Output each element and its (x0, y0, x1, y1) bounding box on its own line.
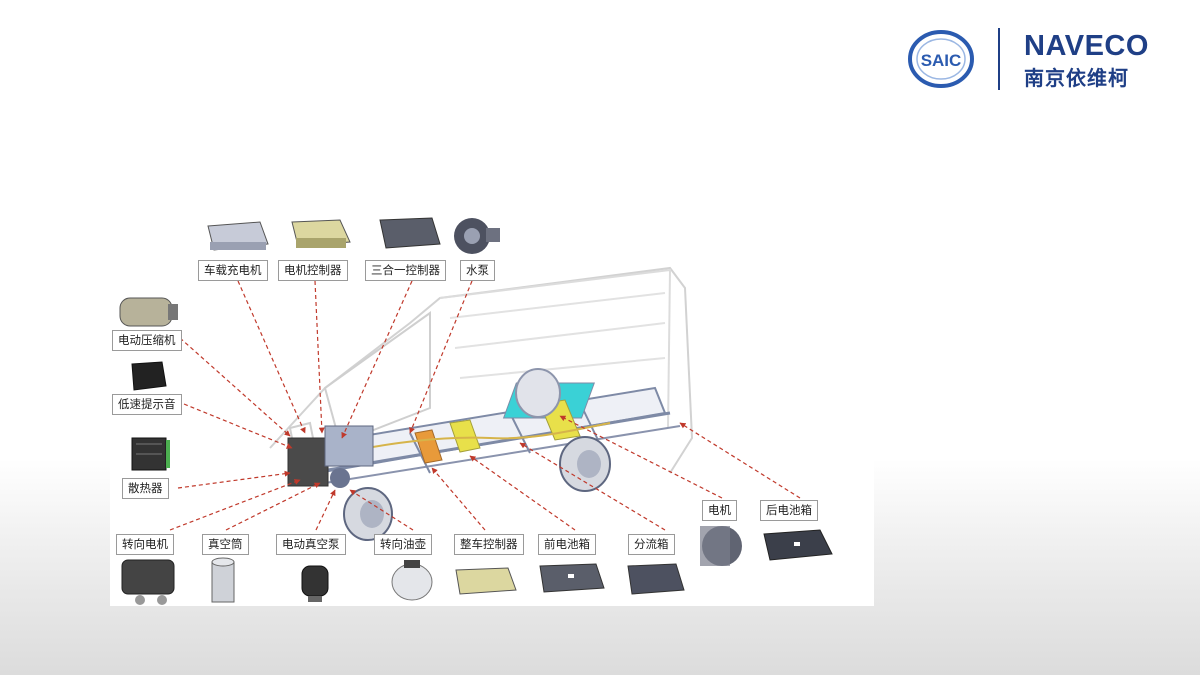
rear-wheel-upper (515, 368, 561, 418)
accent-bracket (414, 429, 443, 464)
vehicle-drawing (119, 217, 833, 605)
label-three-in-one-controller: 三合一控制器 (365, 260, 446, 281)
ac-compressor-image (119, 297, 178, 327)
label-steering-motor: 转向电机 (116, 534, 174, 555)
rear-wheel (559, 436, 611, 492)
accent-bracket (449, 419, 481, 453)
wiring-harness (339, 422, 611, 454)
label-water-pump: 水泵 (460, 260, 495, 281)
van-body-outline (269, 266, 694, 474)
radiator-image (131, 437, 170, 471)
label-steering-oil: 转向油壶 (374, 534, 432, 555)
front-wheel (343, 487, 393, 541)
logo-divider (998, 28, 1000, 90)
front-powertrain-cluster (287, 425, 374, 488)
rear-battery-image (763, 529, 833, 561)
vacuum-pump-image (301, 565, 329, 602)
brand-logo: SAIC NAVECO 南京依维柯 (900, 24, 1180, 94)
label-ac-compressor: 电动压缩机 (112, 330, 182, 351)
label-radiator: 散热器 (122, 478, 169, 499)
label-motor: 电机 (702, 500, 737, 521)
leader-lines (169, 280, 801, 531)
front-battery-image (539, 563, 605, 593)
vacuum-tank-image (211, 557, 235, 603)
vcu-image (455, 567, 517, 595)
vehicle-component-diagram: 车载充电机 电机控制器 三合一控制器 水泵 电动压缩机 低速提示音 散热器 电机… (110, 208, 874, 606)
sound-alert-image (131, 361, 167, 391)
label-vacuum-pump: 电动真空泵 (276, 534, 346, 555)
water-pump-image (454, 218, 500, 254)
label-motor-controller: 电机控制器 (278, 260, 348, 281)
charger-image (207, 221, 269, 251)
label-junction-box: 分流箱 (628, 534, 675, 555)
brand-name: NAVECO (1024, 30, 1149, 62)
label-vcu: 整车控制器 (454, 534, 524, 555)
label-sound-alert: 低速提示音 (112, 394, 182, 415)
label-rear-battery: 后电池箱 (760, 500, 818, 521)
saic-seal-text: SAIC (921, 51, 962, 70)
brand-name-cn: 南京依维柯 (1024, 66, 1129, 90)
steering-motor-image (121, 559, 175, 605)
label-charger: 车载充电机 (198, 260, 268, 281)
junction-box-image (627, 563, 685, 595)
saic-seal-icon: SAIC (908, 30, 974, 88)
steering-oil-image (391, 560, 433, 601)
label-front-battery: 前电池箱 (538, 534, 596, 555)
label-vacuum-tank: 真空筒 (202, 534, 249, 555)
motor-image (700, 526, 742, 566)
three-in-one-controller-image (379, 217, 441, 249)
motor-controller-image (291, 219, 351, 248)
